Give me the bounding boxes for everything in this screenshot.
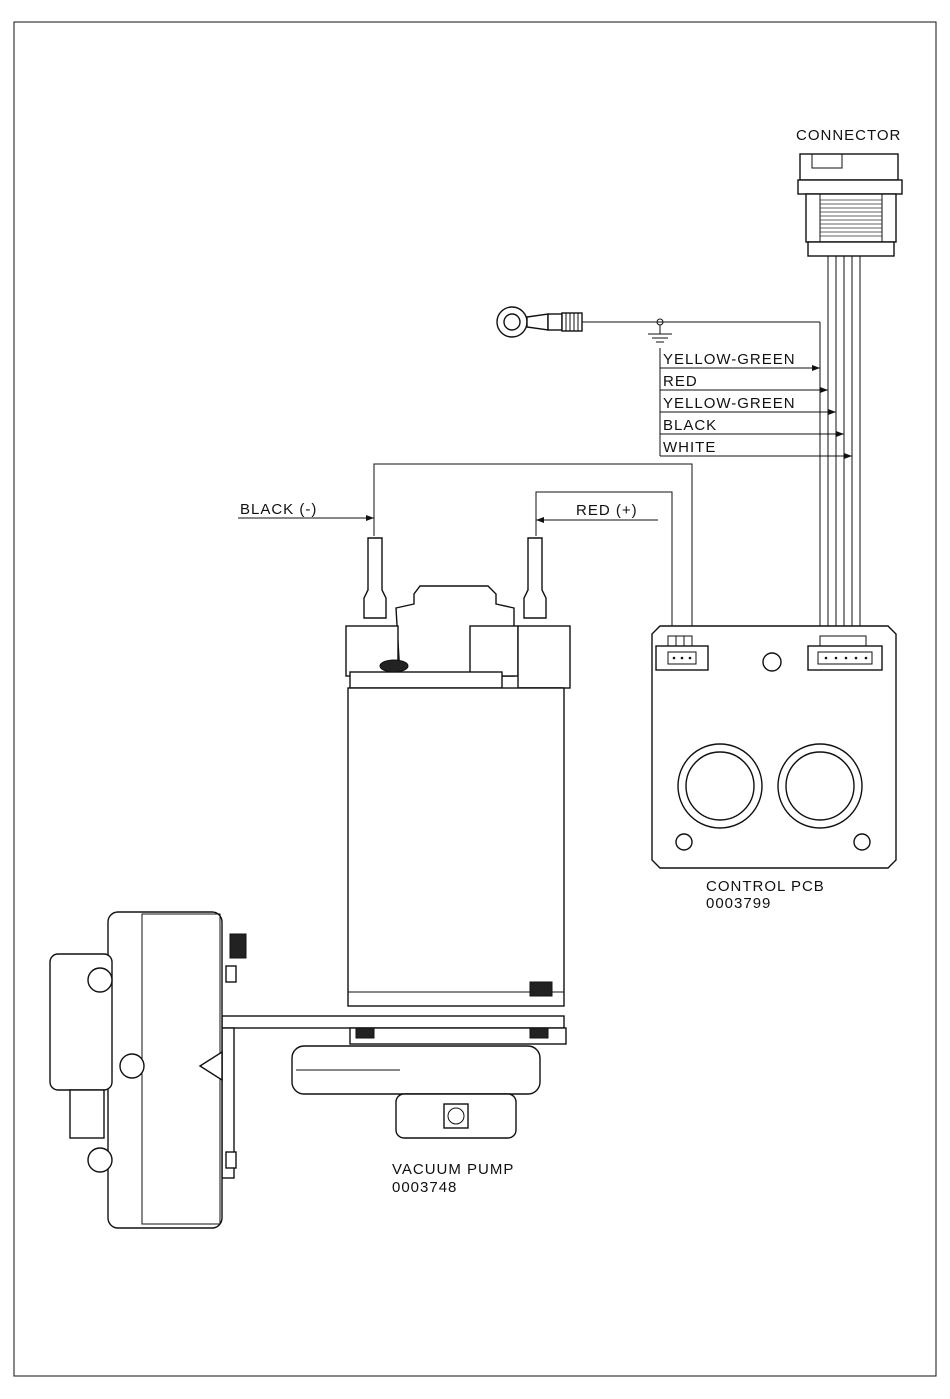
black-lead-arrow [366, 515, 374, 521]
control-pcb-board [652, 626, 896, 868]
connector-wires [828, 256, 860, 636]
lead-label-red-plus: RED (+) [576, 502, 638, 519]
wire-label-yellow-green-1: YELLOW-GREEN [663, 351, 796, 368]
pcb-label: CONTROL PCB [706, 878, 825, 895]
red-lead-arrow [536, 517, 544, 523]
wire-label-black: BLACK [663, 417, 717, 434]
pump-part-number: 0003748 [392, 1179, 457, 1196]
connector-label: CONNECTOR [796, 127, 901, 144]
connector-part [798, 154, 902, 256]
wire-label-white: WHITE [663, 439, 716, 456]
wire-label-yellow-green-2: YELLOW-GREEN [663, 395, 796, 412]
vacuum-pump-assembly [50, 538, 570, 1228]
pump-label: VACUUM PUMP [392, 1161, 514, 1178]
ground-ring-terminal [497, 307, 582, 337]
lead-label-black-minus: BLACK (-) [240, 501, 317, 518]
pcb-part-number: 0003799 [706, 895, 771, 912]
wire-label-red: RED [663, 373, 698, 390]
